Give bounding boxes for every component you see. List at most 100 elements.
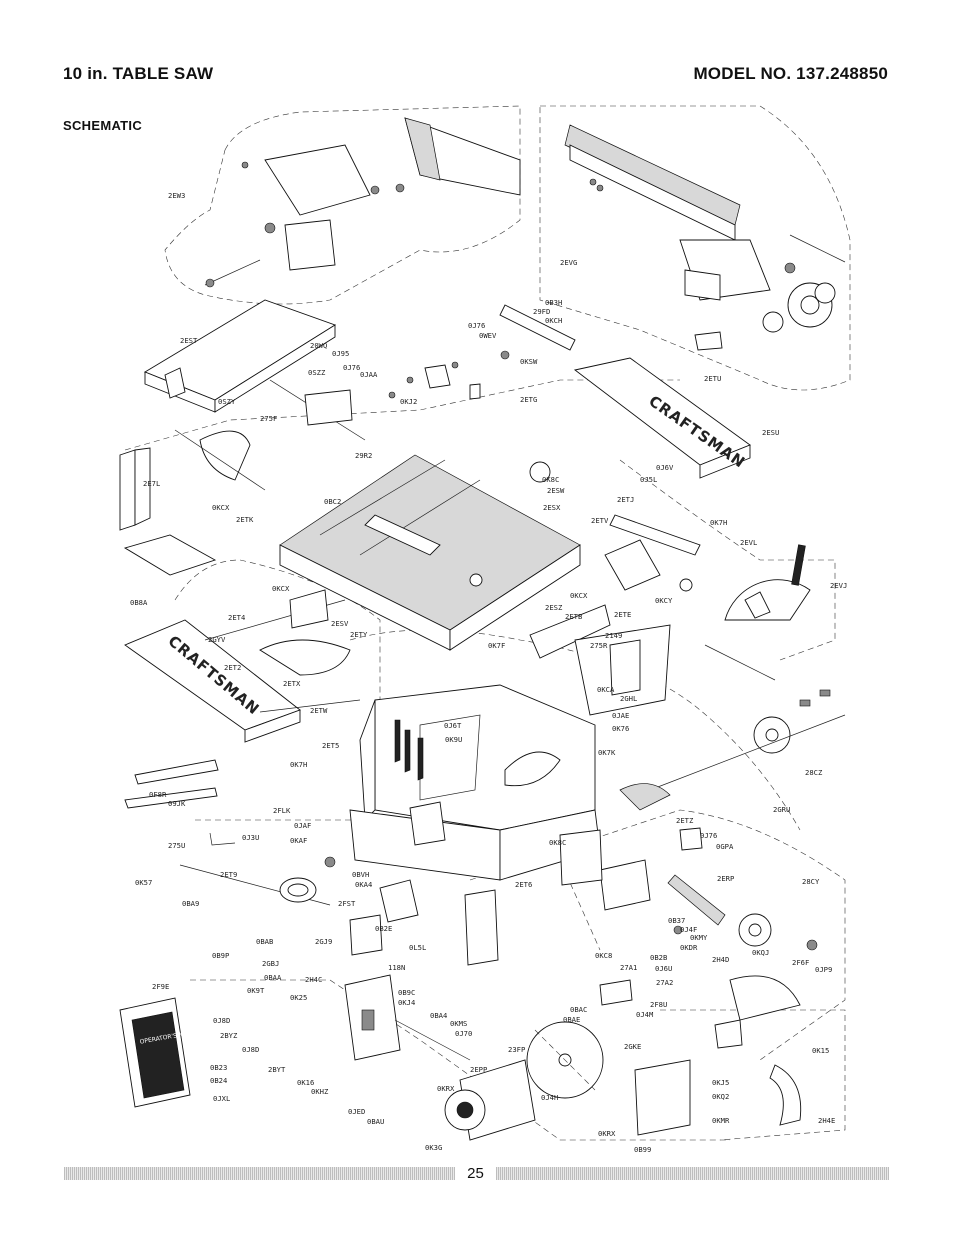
label-20WQ: 20WQ xyxy=(310,341,327,350)
label-0KDR: 0KDR xyxy=(680,943,698,952)
label-0K7H-b: 0K7H xyxy=(290,760,307,769)
label-0SZY: 0SZY xyxy=(218,397,236,406)
label-0KCH: 0KCH xyxy=(545,316,562,325)
label-0KCY: 0KCY xyxy=(655,596,673,605)
label-0KHZ: 0KHZ xyxy=(311,1087,329,1096)
label-2ETB: 2ETB xyxy=(565,612,582,621)
label-0KMS: 0KMS xyxy=(450,1019,467,1028)
section-subtitle: SCHEMATIC xyxy=(63,118,143,133)
label-2ET5: 2ET5 xyxy=(322,741,339,750)
label-0K8C-a: 0K8C xyxy=(542,475,559,484)
fence-guide-parts xyxy=(204,117,521,288)
label-2FST: 2FST xyxy=(338,899,356,908)
label-0JXL: 0JXL xyxy=(213,1094,230,1103)
page-title: 10 in. TABLE SAW xyxy=(63,64,214,83)
blade-guard xyxy=(529,604,671,716)
label-2EVJ: 2EVJ xyxy=(830,581,847,590)
label-0J4M: 0J4M xyxy=(636,1010,654,1019)
extension-right: CRAFTSMAN xyxy=(573,357,751,479)
label-0K57: 0K57 xyxy=(135,878,152,887)
label-2GJ9: 2GJ9 xyxy=(315,937,332,946)
label-0WEV: 0WEV xyxy=(479,331,497,340)
label-0BAA: 0BAA xyxy=(264,973,282,982)
label-2GKE: 2GKE xyxy=(624,1042,641,1051)
label-2EVL: 2EVL xyxy=(740,538,757,547)
label-2ETX: 2ETX xyxy=(283,679,301,688)
label-0KCX-b: 0KCX xyxy=(272,584,290,593)
label-2ETG: 2ETG xyxy=(520,395,537,404)
label-0KMR: 0KMR xyxy=(712,1116,730,1125)
label-0K9U: 0K9U xyxy=(445,735,462,744)
label-0KCX-a: 0KCX xyxy=(212,503,230,512)
label-2H4E: 2H4E xyxy=(818,1116,835,1125)
label-0JED: 0JED xyxy=(348,1107,365,1116)
label-29R2: 29R2 xyxy=(355,451,372,460)
rear-rail-parts xyxy=(388,304,576,400)
label-0GPA: 0GPA xyxy=(716,842,734,851)
label-0J95: 0J95 xyxy=(332,349,349,358)
label-2F6F: 2F6F xyxy=(792,958,809,967)
label-0K3G: 0K3G xyxy=(425,1143,442,1152)
label-0KC8: 0KC8 xyxy=(595,951,612,960)
label-0KJ2: 0KJ2 xyxy=(400,397,417,406)
label-28CY: 28CY xyxy=(802,877,820,886)
label-2ESZ: 2ESZ xyxy=(545,603,563,612)
label-0KJ4: 0KJ4 xyxy=(398,998,415,1007)
label-275F: 275F xyxy=(260,414,277,423)
miter-gauge xyxy=(604,514,811,681)
label-0J6T: 0J6T xyxy=(444,721,462,730)
label-2ETE: 2ETE xyxy=(614,610,631,619)
label-0KCA: 0KCA xyxy=(597,685,615,694)
label-275R: 275R xyxy=(590,641,608,650)
label-0B99: 0B99 xyxy=(634,1145,651,1154)
footer-bar-left xyxy=(64,1167,455,1180)
label-0J8D-a: 0J8D xyxy=(213,1016,230,1025)
label-2GYV: 2GYV xyxy=(208,635,226,644)
label-2ETK: 2ETK xyxy=(236,515,254,524)
label-2BYZ: 2BYZ xyxy=(220,1031,238,1040)
label-0K15: 0K15 xyxy=(812,1046,829,1055)
label-0J70: 0J70 xyxy=(455,1029,472,1038)
label-0K7F: 0K7F xyxy=(488,641,505,650)
label-0BAU: 0BAU xyxy=(367,1117,384,1126)
label-0KRX-b: 0KRX xyxy=(598,1129,616,1138)
label-0B9P: 0B9P xyxy=(212,951,229,960)
label-0BAB: 0BAB xyxy=(256,937,273,946)
label-2ET2: 2ET2 xyxy=(224,663,241,672)
label-2F9E: 2F9E xyxy=(152,982,169,991)
label-0B3H: 0B3H xyxy=(545,298,562,307)
label-2ET6: 2ET6 xyxy=(515,880,532,889)
label-0B2E: 0B2E xyxy=(375,924,392,933)
label-0BAE: 0BAE xyxy=(563,1015,580,1024)
label-0BAC: 0BAC xyxy=(570,1005,587,1014)
label-27A1: 27A1 xyxy=(620,963,637,972)
label-0KA4: 0KA4 xyxy=(355,880,372,889)
label-0J76-b: 0J76 xyxy=(343,363,360,372)
label-2ESU: 2ESU xyxy=(762,428,779,437)
label-2H4C: 2H4C xyxy=(305,975,322,984)
label-0K7K: 0K7K xyxy=(598,748,616,757)
label-0KMY: 0KMY xyxy=(690,933,708,942)
label-2FLK: 2FLK xyxy=(273,806,291,815)
label-275U: 275U xyxy=(168,841,185,850)
label-0KRX-a: 0KRX xyxy=(437,1084,455,1093)
page-number: 25 xyxy=(467,1165,484,1182)
label-0BA9: 0BA9 xyxy=(182,899,199,908)
label-0K7H-a: 0K7H xyxy=(710,518,727,527)
label-0KCX-c: 0KCX xyxy=(570,591,588,600)
label-0K9T: 0K9T xyxy=(247,986,265,995)
model-number: MODEL NO. 137.248850 xyxy=(693,64,888,83)
label-2GHL: 2GHL xyxy=(620,694,637,703)
label-0B37: 0B37 xyxy=(668,916,685,925)
label-0KSW: 0KSW xyxy=(520,357,538,366)
label-0J3U: 0J3U xyxy=(242,833,259,842)
label-0JAA: 0JAA xyxy=(360,370,378,379)
label-0K25: 0K25 xyxy=(290,993,307,1002)
misc-cabinet-items xyxy=(119,379,703,886)
label-2ET9: 2ET9 xyxy=(220,870,237,879)
label-2GRU: 2GRU xyxy=(773,805,790,814)
label-0BC2: 0BC2 xyxy=(324,497,341,506)
label-2ETZ: 2ETZ xyxy=(676,816,694,825)
label-0KQJ: 0KQJ xyxy=(752,948,769,957)
